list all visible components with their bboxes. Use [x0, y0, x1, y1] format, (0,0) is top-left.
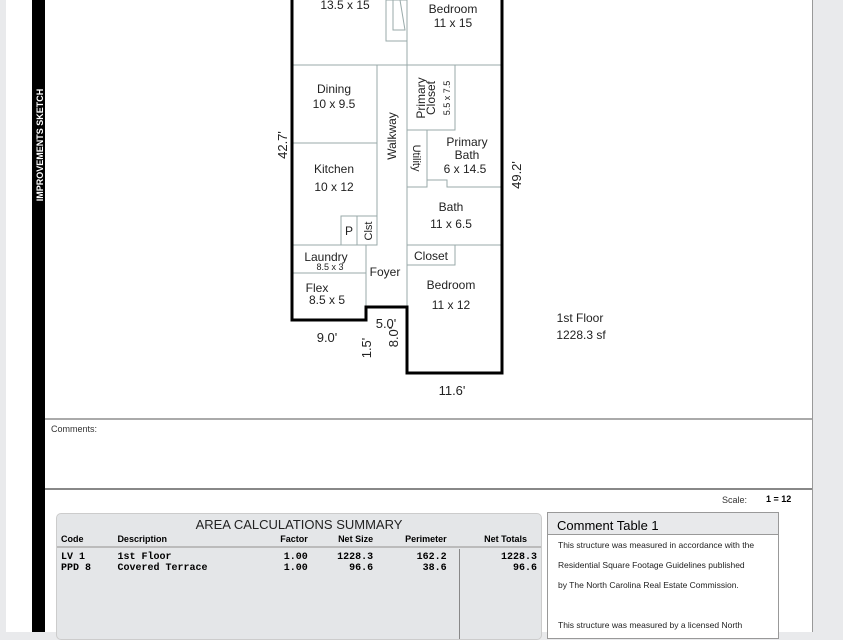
- comment-table-title: Comment Table 1: [548, 513, 778, 535]
- comment-line: This structure was measured by a license…: [558, 620, 743, 630]
- cell-description: Covered Terrace: [117, 563, 208, 574]
- primary-bath-size: 6 x 14.5: [444, 162, 487, 176]
- pantry-label: P: [345, 224, 353, 238]
- col-net-totals: Net Totals: [450, 532, 541, 548]
- kitchen-size: 10 x 12: [314, 180, 354, 194]
- cell-net-size: 1228.3: [337, 552, 374, 563]
- laundry-size: 8.5 x 3: [316, 262, 343, 272]
- table-row: PPD 8 Covered Terrace 1.00 96.6 38.6 96.…: [57, 563, 541, 574]
- comment-table: Comment Table 1 This structure was measu…: [547, 512, 779, 639]
- walkway-label: Walkway: [385, 112, 399, 160]
- col-description: Description: [113, 532, 259, 548]
- divider: [45, 418, 812, 420]
- dining-size: 10 x 9.5: [313, 97, 356, 111]
- bedroom2-name: Bedroom: [427, 278, 476, 292]
- cell-perimeter: 38.6: [422, 563, 447, 574]
- cell-net-total: 1228.3: [500, 552, 537, 563]
- bath-name: Bath: [439, 200, 464, 214]
- cell-net-total: 96.6: [512, 563, 537, 574]
- cell-net-size: 96.6: [349, 563, 374, 574]
- table-header: Code Description Factor Net Size Perimet…: [57, 532, 541, 548]
- kitchen-name: Kitchen: [314, 162, 354, 176]
- living-size: 13.5 x 15: [320, 0, 370, 12]
- comment-line: Residential Square Footage Guidelines pu…: [558, 560, 745, 570]
- dim-step-b: 8.0': [386, 327, 401, 348]
- col-code: Code: [57, 532, 114, 548]
- floor-name: 1st Floor: [557, 311, 604, 325]
- primary-closet-size: 5.5 x 7.5: [442, 81, 452, 116]
- primary-bath-name2: Bath: [455, 148, 480, 162]
- col-factor: Factor: [258, 532, 312, 548]
- dim-bottom: 11.6': [439, 383, 466, 398]
- bedroom1-size: 11 x 15: [434, 16, 473, 30]
- dim-left: 42.7': [275, 131, 290, 159]
- laundry-name: Laundry: [304, 250, 347, 264]
- comment-line: by The North Carolina Real Estate Commis…: [558, 580, 739, 590]
- table-row: LV 1 1st Floor 1.00 1228.3 162.2 1228.3: [57, 547, 541, 563]
- bath-size: 11 x 6.5: [430, 217, 472, 231]
- col-net-size: Net Size: [311, 532, 378, 548]
- comment-line: [548, 595, 778, 615]
- floor-area: 1228.3 sf: [556, 328, 606, 342]
- scale-value: 1 = 12: [766, 494, 792, 504]
- cell-code: PPD 8: [61, 563, 92, 574]
- cell-code: LV 1: [61, 552, 86, 563]
- floor-plan: 13.5 x 15 Bedroom 11 x 15 Dining 10 x 9.…: [275, 0, 606, 398]
- closet-label: Closet: [414, 249, 449, 263]
- dining-name: Dining: [317, 82, 351, 96]
- utility-label: Utility: [410, 145, 422, 172]
- scale-label: Scale:: [722, 495, 748, 505]
- dim-step-c: 5.0': [376, 316, 397, 331]
- primary-bath-name1: Primary: [446, 135, 487, 149]
- cell-factor: 1.00: [283, 563, 308, 574]
- comment-line: This structure was measured in accordanc…: [558, 540, 755, 550]
- area-summary-title: AREA CALCULATIONS SUMMARY: [195, 517, 403, 532]
- fireplace-icon: [385, 0, 408, 42]
- bedroom1-name: Bedroom: [429, 2, 478, 16]
- dim-right: 49.2': [509, 161, 524, 189]
- foyer-label: Foyer: [370, 265, 401, 279]
- col-perimeter: Perimeter: [377, 532, 451, 548]
- primary-closet-name2: Closet: [424, 80, 438, 115]
- area-table: Code Description Factor Net Size Perimet…: [57, 532, 541, 574]
- cell-factor: 1.00: [283, 552, 308, 563]
- flex-name: Flex: [306, 281, 329, 295]
- area-calculations-summary: AREA CALCULATIONS SUMMARY Code Descripti…: [56, 513, 542, 640]
- exterior-wall: [290, 0, 504, 375]
- interior-walls: [292, 0, 502, 373]
- primary-closet-name1: Primary: [414, 77, 428, 118]
- cell-description: 1st Floor: [117, 552, 172, 563]
- section-sidebar: IMPROVEMENTS SKETCH: [32, 0, 45, 632]
- comments-label: Comments:: [51, 424, 98, 434]
- bedroom2-size: 11 x 12: [432, 298, 471, 312]
- flex-size: 8.5 x 5: [309, 293, 345, 307]
- cell-perimeter: 162.2: [416, 552, 447, 563]
- closet-small-label: Clst: [363, 222, 375, 241]
- dim-flex-bottom: 9.0': [317, 330, 338, 345]
- totals-divider: [459, 549, 460, 639]
- divider: [45, 488, 812, 490]
- dim-step-a: 1.5': [359, 338, 374, 359]
